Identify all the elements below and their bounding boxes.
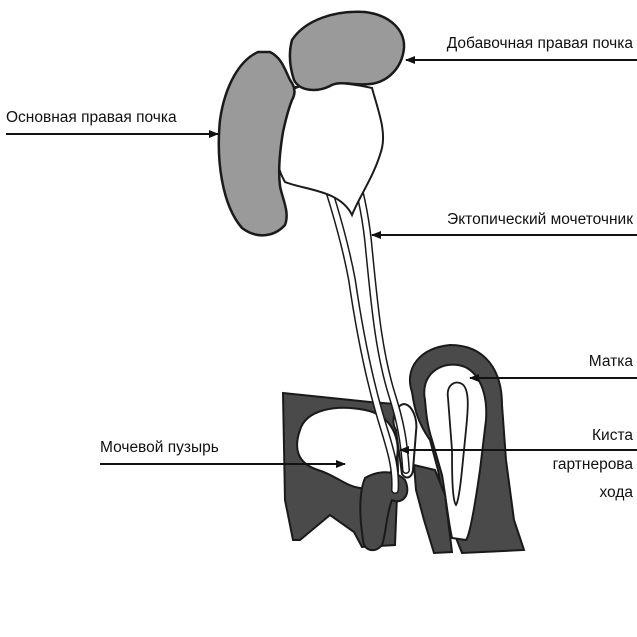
label-gartner-cyst-3: хода	[599, 484, 633, 501]
label-accessory-kidney: Добавочная правая почка	[447, 35, 634, 52]
label-uterus: Матка	[589, 353, 634, 370]
accessory-kidney	[290, 12, 404, 90]
label-ectopic-ureter: Эктопический мочеточник	[447, 211, 633, 228]
label-gartner-cyst-2: гартнерова	[553, 456, 634, 473]
urethra	[360, 472, 407, 550]
label-bladder: Мочевой пузырь	[100, 439, 219, 456]
label-gartner-cyst-1: Киста	[592, 427, 633, 444]
label-main-kidney: Основная правая почка	[6, 109, 177, 126]
